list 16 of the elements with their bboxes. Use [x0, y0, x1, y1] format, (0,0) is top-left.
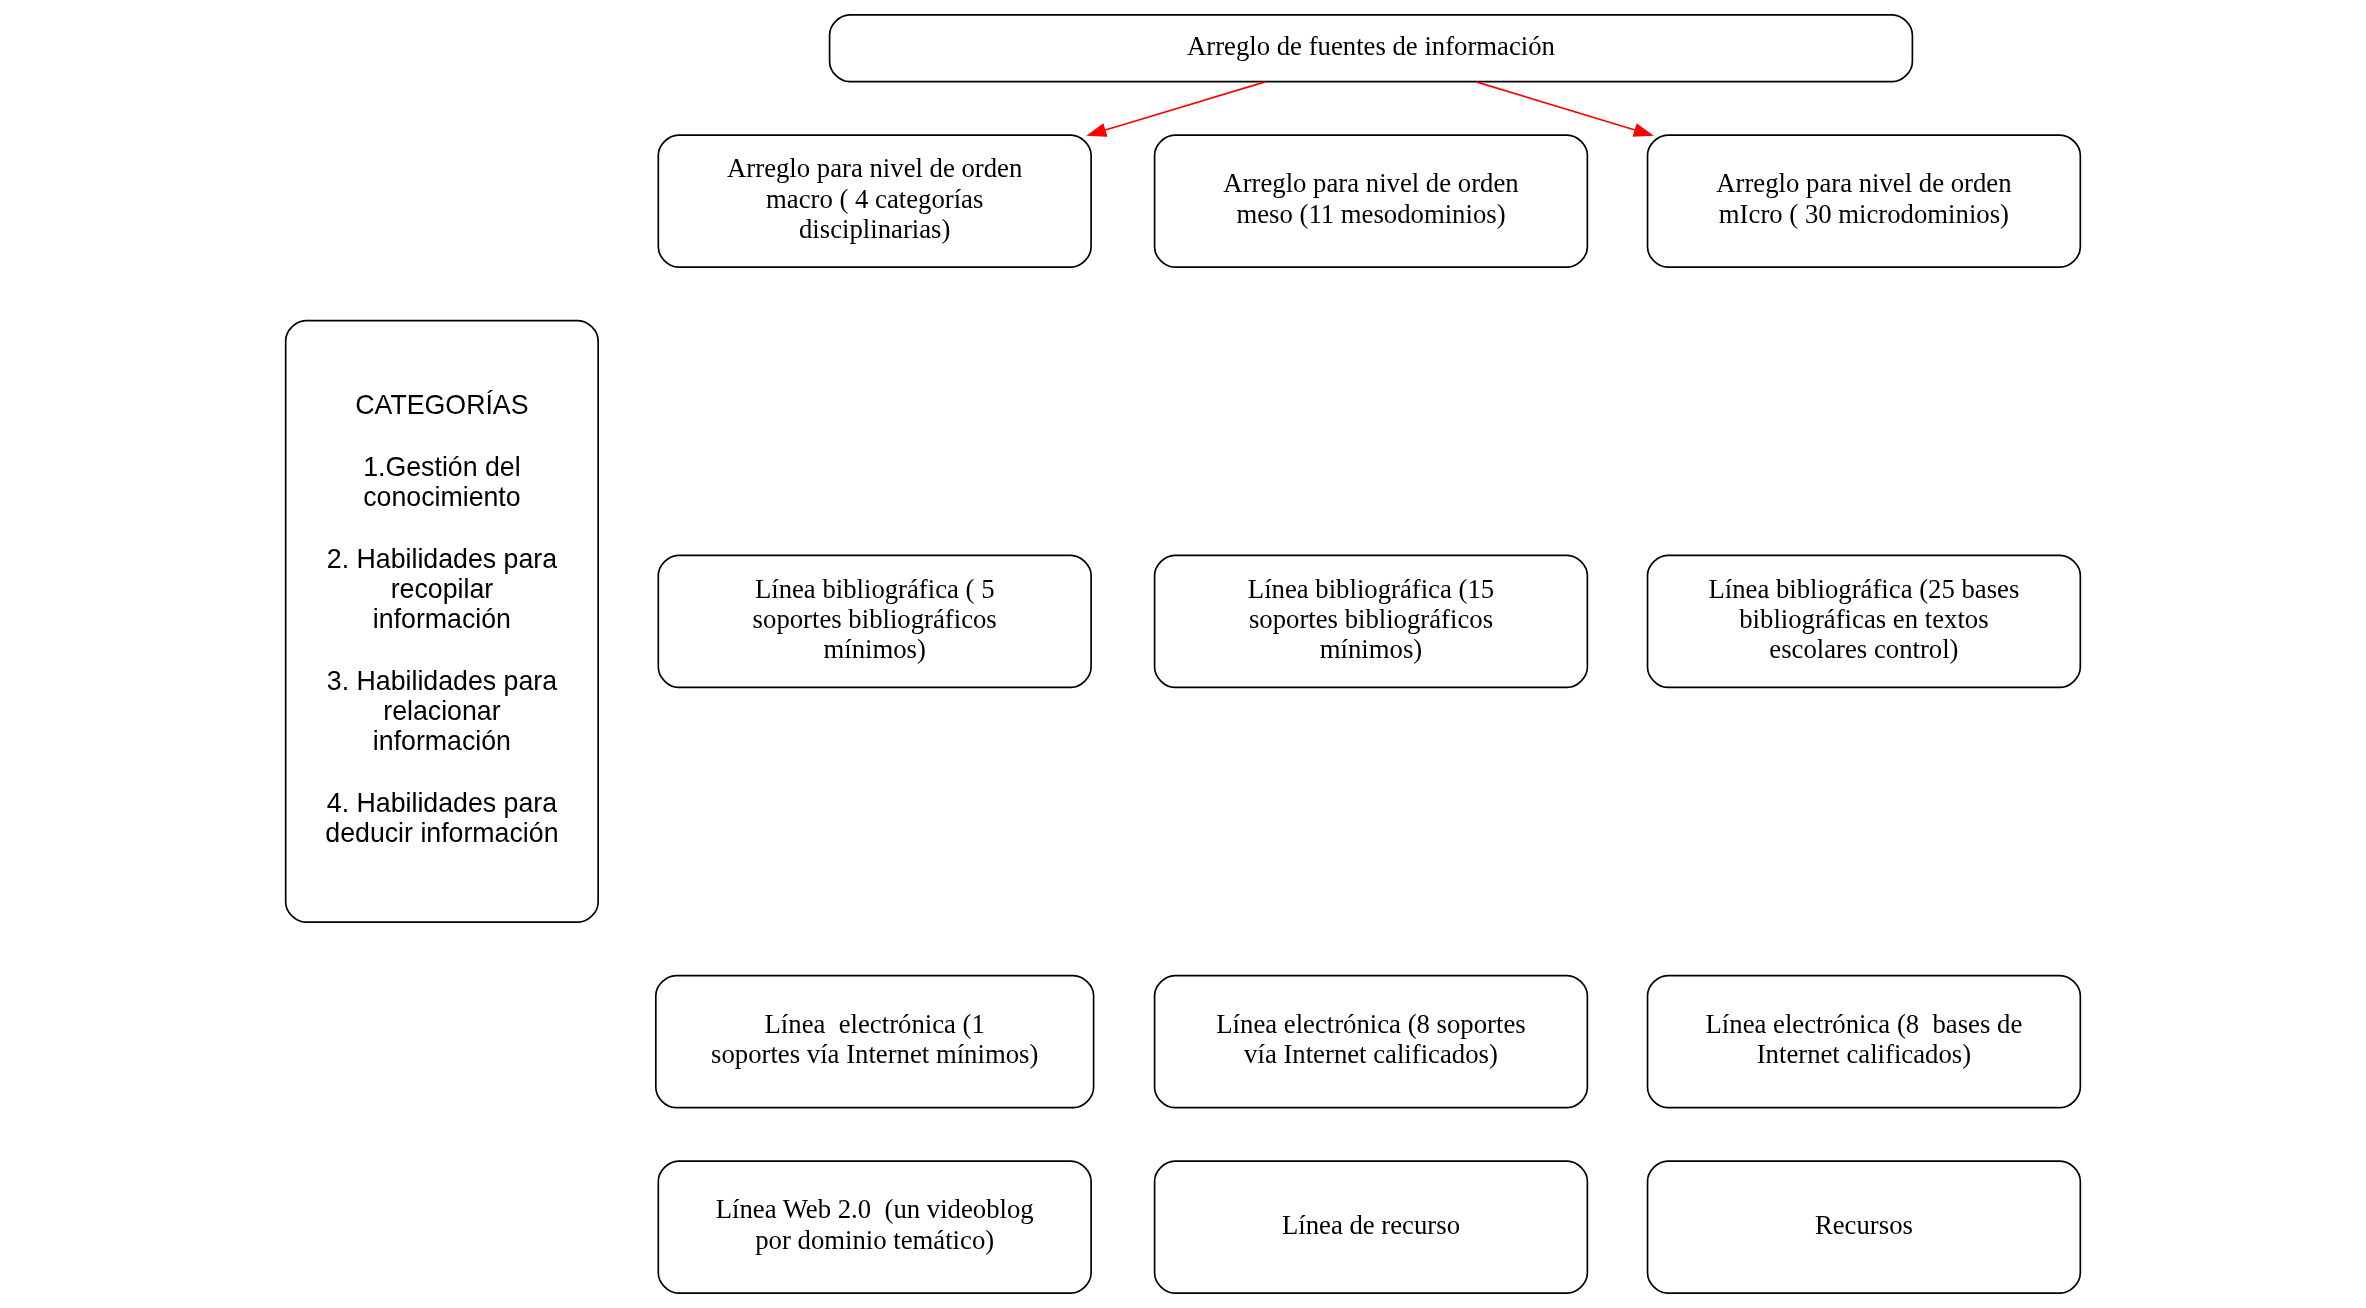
node-box: Línea Web 2.0 (un videoblog por dominio temático) [657, 1160, 1092, 1294]
node-box: CATEGORÍAS 1.Gestión del conocimiento 2. Habilidades para recopilar información 3. Habilidades para relacionar información 4. Habilidades para deducir información [284, 319, 599, 924]
node-box: Arreglo de fuentes de información [828, 14, 1914, 83]
node-box: Arreglo para nivel de orden meso (11 mesodominios) [1153, 134, 1589, 268]
node-box: Arreglo para nivel de orden macro ( 4 categorías disciplinarias) [657, 134, 1092, 268]
node-box: Línea electrónica (8 soportes vía Internet calificados) [1153, 974, 1589, 1109]
node-box: Arreglo para nivel de orden mIcro ( 30 microdominios) [1646, 134, 2082, 268]
node-box: Línea bibliográfica (15 soportes bibliográficos mínimos) [1153, 554, 1589, 689]
node-box: Línea bibliográfica (25 bases bibliográficas en textos escolares control) [1646, 554, 2082, 689]
node-box: Recursos [1646, 1160, 2082, 1294]
node-box: Línea electrónica (1 soportes vía Internet mínimos) [654, 974, 1095, 1109]
node-box: Línea de recurso [1153, 1160, 1589, 1294]
arrow [1086, 81, 1266, 137]
node-box: Línea electrónica (8 bases de Internet calificados) [1646, 974, 2082, 1109]
arrow [1475, 81, 1654, 137]
node-box: Línea bibliográfica ( 5 soportes bibliográficos mínimos) [657, 554, 1092, 689]
